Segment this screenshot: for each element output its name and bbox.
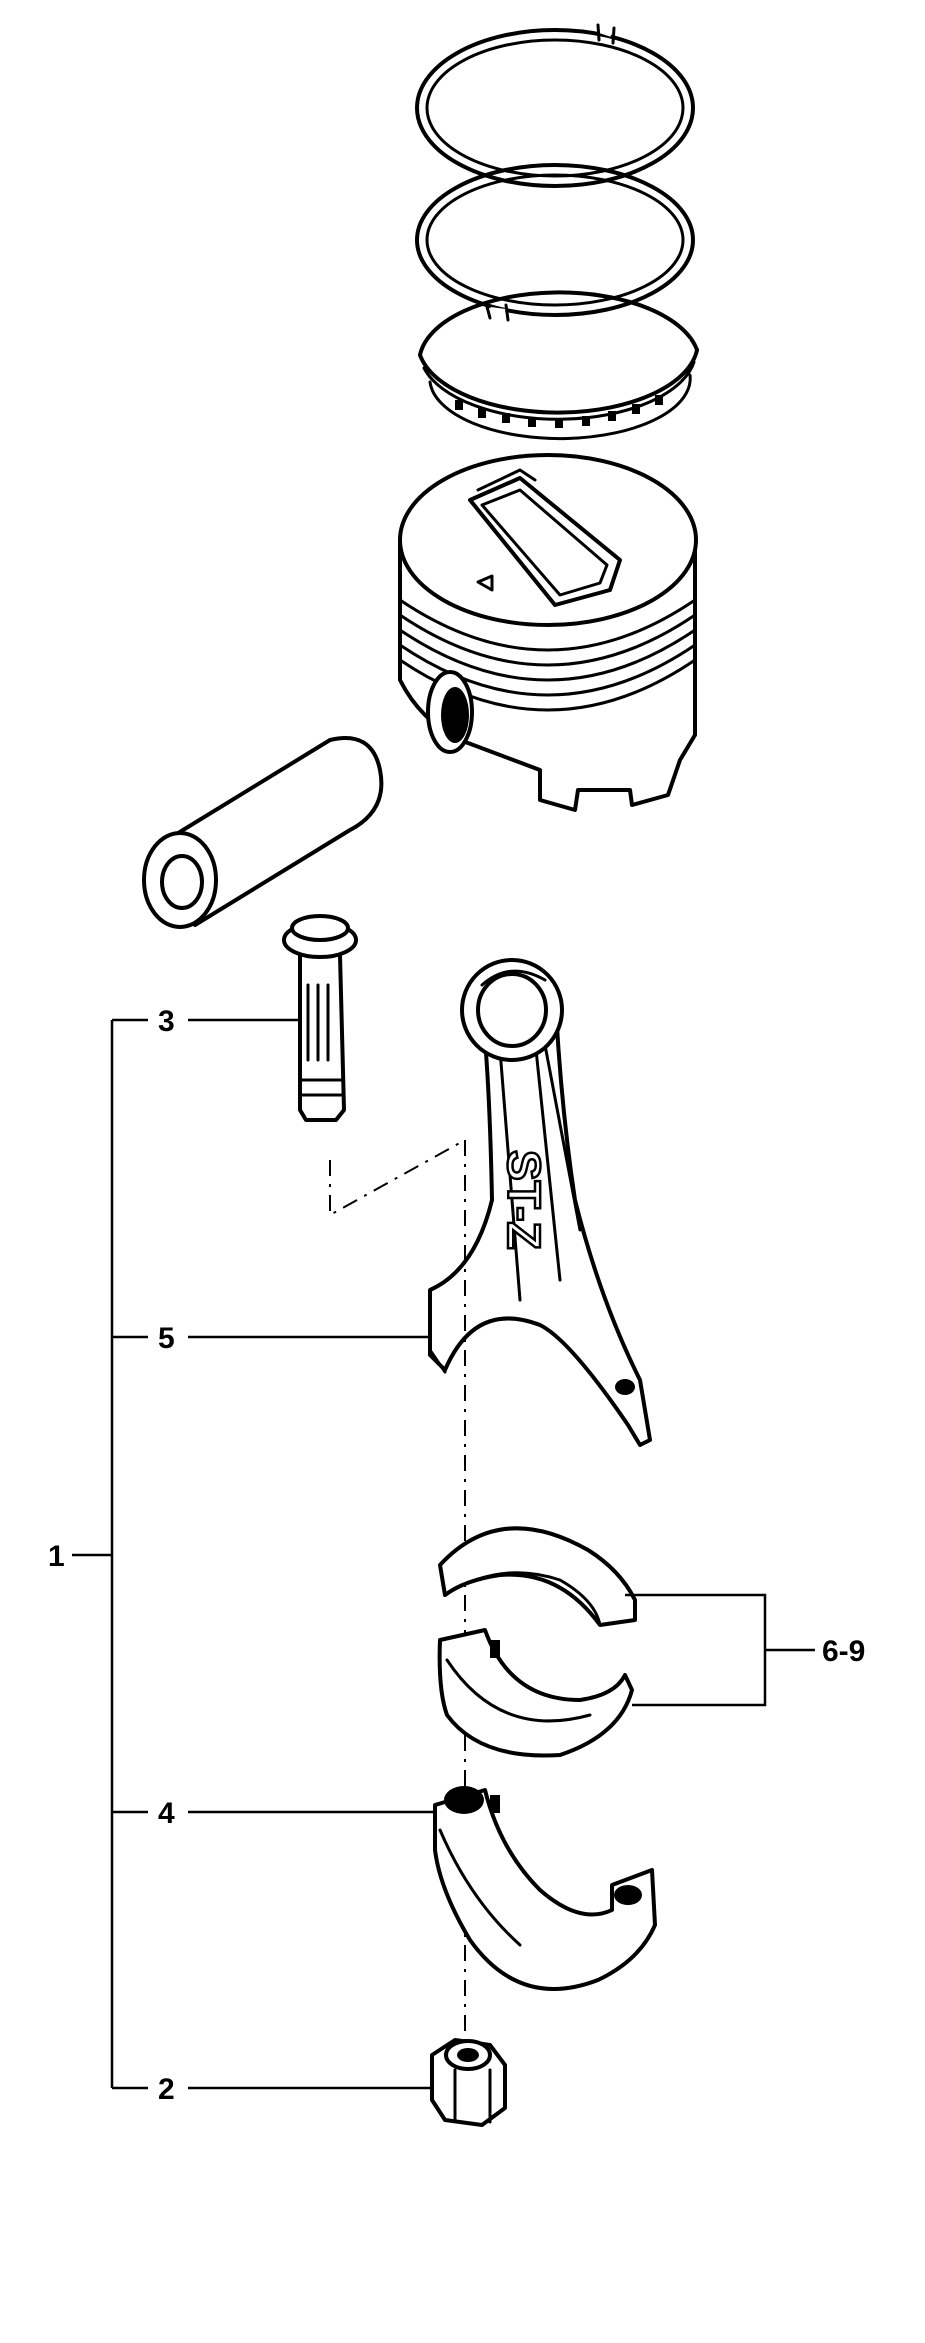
bearing-shell-upper: [438, 1526, 637, 1627]
callout-nut: 2: [158, 2073, 175, 2106]
piston-pin: [142, 736, 384, 929]
piston-ring-middle: [415, 163, 695, 322]
callout-bolt: 3: [158, 1005, 175, 1038]
callout-leaders: [72, 1018, 815, 2090]
piston-ring-oil: [418, 290, 699, 441]
bearing-shell-lower: [437, 1628, 634, 1758]
callout-assembly: 1: [48, 1540, 65, 1573]
callout-cap: 4: [158, 1797, 175, 1830]
rod-bolt: [282, 914, 358, 1122]
callout-bearings: 6-9: [822, 1635, 865, 1668]
piston: [398, 453, 698, 812]
connecting-rod-cap: [433, 1786, 657, 1991]
rod-marking: ST-Z: [498, 1150, 550, 1250]
rod-nut: [430, 2038, 507, 2127]
connecting-rod: ST-Z: [428, 958, 652, 1447]
callout-rod: 5: [158, 1322, 175, 1355]
piston-ring-top: [415, 23, 695, 188]
oil-ring-slots: [455, 395, 663, 428]
